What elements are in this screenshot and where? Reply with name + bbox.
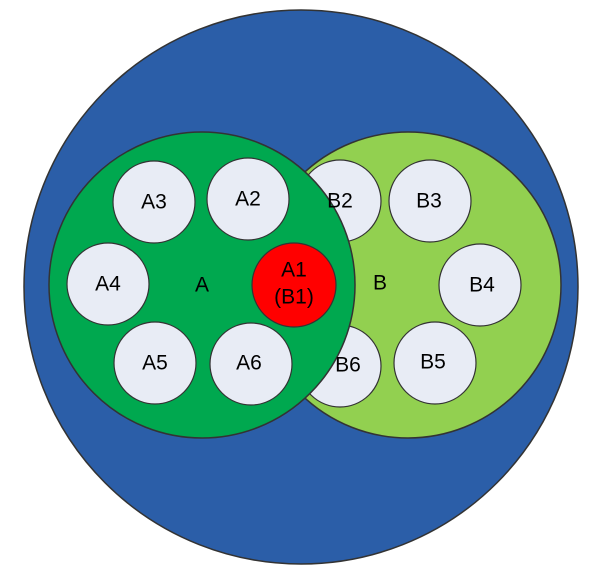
node-a3 <box>112 160 196 244</box>
node-a2 <box>206 157 290 241</box>
label-a5: A5 <box>142 352 168 375</box>
label-group-a: A <box>195 274 209 297</box>
label-a4: A4 <box>95 273 121 296</box>
node-a1-b1 <box>251 242 337 328</box>
label-a6: A6 <box>236 352 262 375</box>
label-shared-line1: A1 <box>281 259 307 282</box>
label-group-b: B <box>373 272 387 295</box>
label-a3: A3 <box>141 191 167 214</box>
label-b3: B3 <box>416 190 442 213</box>
node-b3 <box>388 159 472 243</box>
node-a6 <box>209 322 293 406</box>
label-b5: B5 <box>420 351 446 374</box>
node-a5 <box>113 321 197 405</box>
label-b2: B2 <box>327 190 353 213</box>
label-b6: B6 <box>335 354 361 377</box>
label-shared-line2: (B1) <box>274 286 314 309</box>
node-b5 <box>393 321 477 405</box>
node-b4 <box>438 243 522 327</box>
label-b4: B4 <box>469 274 495 297</box>
label-a2: A2 <box>235 188 261 211</box>
node-a4 <box>66 242 150 326</box>
